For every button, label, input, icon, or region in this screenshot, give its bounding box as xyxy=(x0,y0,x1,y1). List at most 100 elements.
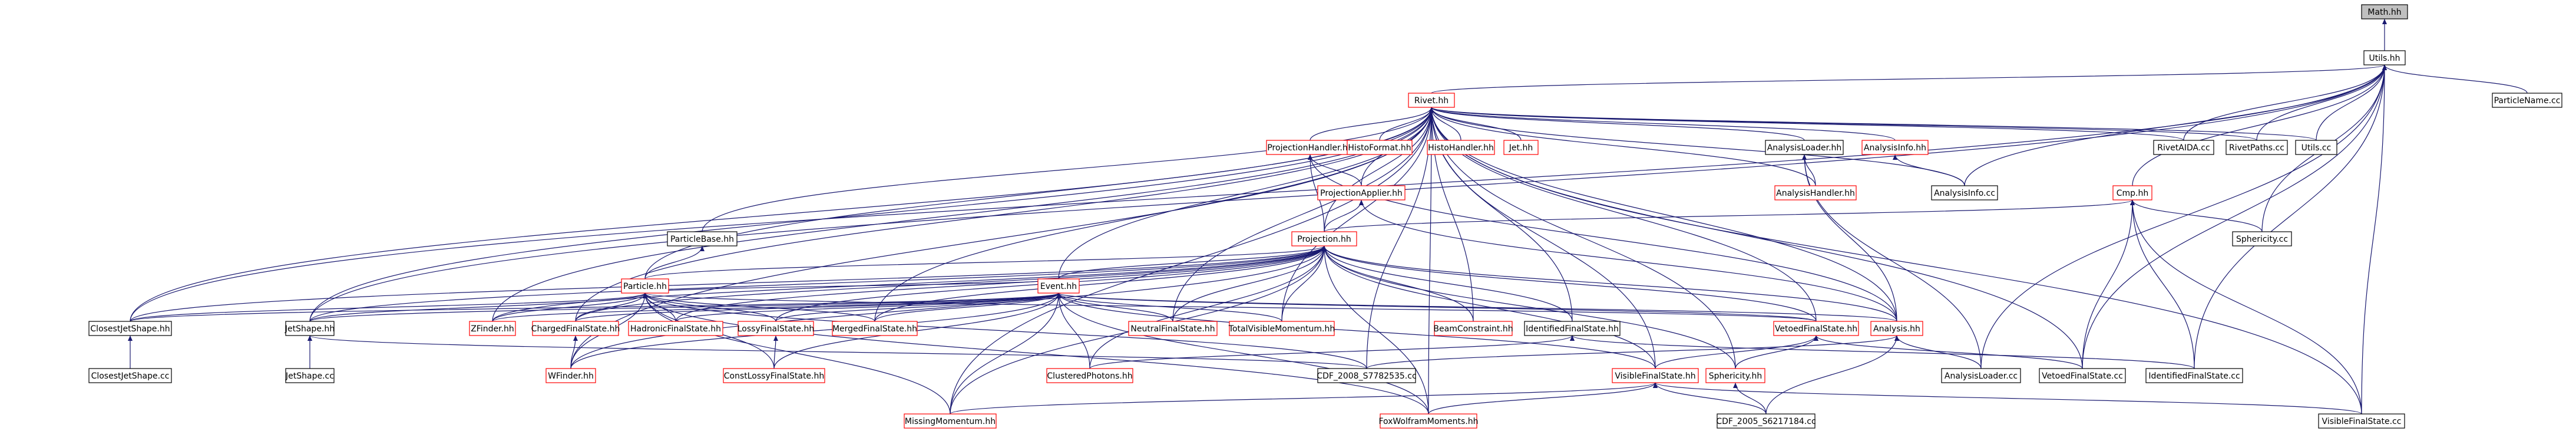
node-particlebase[interactable]: ParticleBase.hh xyxy=(667,231,738,246)
edge-visiblefs_cc-to-rivet_hh xyxy=(1429,107,2362,415)
edge-identifiedfs_cc-to-utils_hh xyxy=(2194,64,2387,369)
node-label: HistoHandler.hh xyxy=(1428,143,1494,153)
edge-lossyfs-to-event_hh xyxy=(775,292,1061,322)
node-jetshape_hh[interactable]: JetShape.hh xyxy=(285,321,335,336)
edge-vetoedfs_hh-to-rivet_hh xyxy=(1429,107,1817,322)
edge-sphericity_cc-to-cmp_hh xyxy=(2130,199,2263,232)
node-box xyxy=(832,321,918,336)
edge-rivetaida-to-utils_hh xyxy=(2183,64,2387,141)
edge-analysis_hh-to-projapplier xyxy=(1359,199,1897,322)
node-histoformat[interactable]: HistoFormat.hh xyxy=(1347,140,1413,155)
node-zfinder[interactable]: ZFinder.hh xyxy=(469,321,516,336)
node-cmp_hh[interactable]: Cmp.hh xyxy=(2112,185,2152,200)
node-cdf2005[interactable]: CDF_2005_S6217184.cc xyxy=(1716,413,1816,429)
node-closestjetshape_hh[interactable]: ClosestJetShape.hh xyxy=(88,321,172,336)
node-label: Jet.hh xyxy=(1509,143,1533,153)
node-jetshape_cc[interactable]: JetShape.cc xyxy=(285,368,335,383)
node-clusteredphotons[interactable]: ClusteredPhotons.hh xyxy=(1046,368,1133,383)
node-rivetpaths[interactable]: RivetPaths.cc xyxy=(2226,140,2288,155)
node-histohandler[interactable]: HistoHandler.hh xyxy=(1427,140,1495,155)
node-mergedfs[interactable]: MergedFinalState.hh xyxy=(832,321,918,336)
edge-missingmomentum-to-rivet_hh xyxy=(950,107,1434,415)
node-rivetaida[interactable]: RivetAIDA.cc xyxy=(2153,140,2214,155)
node-label: AnalysisHandler.hh xyxy=(1776,189,1855,198)
edge-chargedfs-to-event_hh xyxy=(575,292,1061,322)
node-jet_hh[interactable]: Jet.hh xyxy=(1503,140,1539,155)
edge-analysisloader_cc-to-analysis_hh xyxy=(1894,335,1982,369)
node-particle_hh[interactable]: Particle.hh xyxy=(621,278,669,294)
edge-foxwolfram-to-event_hh xyxy=(1056,292,1429,415)
node-box xyxy=(1347,140,1413,155)
edge-rivetaida-to-rivet_hh xyxy=(1429,107,2184,141)
node-label: BeamConstraint.hh xyxy=(1433,324,1513,334)
node-analysisloader_cc[interactable]: AnalysisLoader.cc xyxy=(1941,368,2021,383)
node-chargedfs[interactable]: ChargedFinalState.hh xyxy=(531,321,620,336)
node-analysisloader_hh[interactable]: AnalysisLoader.hh xyxy=(1765,140,1844,155)
node-box xyxy=(1427,140,1495,155)
node-label: MergedFinalState.hh xyxy=(832,324,917,334)
node-analysisinfo_hh[interactable]: AnalysisInfo.hh xyxy=(1861,140,1929,155)
node-event_hh[interactable]: Event.hh xyxy=(1037,278,1080,294)
edge-cdf2008-to-analysis_hh xyxy=(1366,335,1899,369)
node-label: RivetAIDA.cc xyxy=(2157,143,2210,153)
node-analysishandler[interactable]: AnalysisHandler.hh xyxy=(1774,185,1857,200)
node-analysis_hh[interactable]: Analysis.hh xyxy=(1870,321,1923,336)
node-vetoedfs_hh[interactable]: VetoedFinalState.hh xyxy=(1773,321,1859,336)
edge-projection_hh-to-rivet_hh xyxy=(1324,107,1434,232)
node-box xyxy=(88,368,172,383)
edge-cdf2008-to-particle_hh xyxy=(643,292,1367,369)
node-hadronicfs[interactable]: HadronicFinalState.hh xyxy=(628,321,723,336)
node-visiblefs_hh[interactable]: VisibleFinalState.hh xyxy=(1612,368,1699,383)
node-visiblefs_cc[interactable]: VisibleFinalState.cc xyxy=(2318,413,2405,429)
edge-jetshape_hh-to-rivet_hh xyxy=(309,107,1434,322)
node-projhandler[interactable]: ProjectionHandler.hh xyxy=(1266,140,1354,155)
node-box xyxy=(1229,321,1335,336)
edge-mergedfs-to-event_hh xyxy=(874,292,1061,322)
edge-particle_hh-to-particlebase xyxy=(644,245,705,280)
edge-zfinder-to-projection_hh xyxy=(492,245,1327,322)
edge-particle_hh-to-projection_hh xyxy=(644,245,1327,280)
edge-mergedfs-to-particle_hh xyxy=(643,292,875,322)
node-label: CDF_2008_S7782535.cc xyxy=(1317,371,1416,381)
node-wfinder[interactable]: WFinder.hh xyxy=(545,368,596,383)
node-closestjetshape_cc[interactable]: ClosestJetShape.cc xyxy=(88,368,172,383)
node-label: AnalysisInfo.hh xyxy=(1864,143,1926,153)
node-neutralfs[interactable]: NeutralFinalState.hh xyxy=(1128,321,1218,336)
node-box xyxy=(1503,140,1539,155)
node-projection_hh[interactable]: Projection.hh xyxy=(1291,231,1357,246)
node-label: LossyFinalState.hh xyxy=(738,324,815,334)
node-sphericity_hh[interactable]: Sphericity.hh xyxy=(1705,368,1765,383)
node-box xyxy=(285,321,335,336)
node-analysisinfo_cc[interactable]: AnalysisInfo.cc xyxy=(1931,185,1998,200)
node-utils_hh[interactable]: Utils.hh xyxy=(2363,50,2406,65)
edge-totalvisible-to-rivet_hh xyxy=(1281,107,1434,322)
node-identifiedfs_hh[interactable]: IdentifiedFinalState.hh xyxy=(1524,321,1621,336)
node-particlename_cc[interactable]: ParticleName.cc xyxy=(2492,93,2562,108)
node-math: Math.hh xyxy=(2361,4,2408,19)
node-box xyxy=(469,321,516,336)
node-cdf2008[interactable]: CDF_2008_S7782535.cc xyxy=(1317,368,1417,383)
node-foxwolfram[interactable]: FoxWolframMoments.hh xyxy=(1378,413,1479,429)
node-label: ChargedFinalState.hh xyxy=(531,324,620,334)
node-sphericity_cc[interactable]: Sphericity.cc xyxy=(2232,231,2292,246)
node-totalvisible[interactable]: TotalVisibleMomentum.hh xyxy=(1228,321,1335,336)
node-label: IdentifiedFinalState.hh xyxy=(1526,324,1619,334)
edge-analysisinfo_hh-to-rivet_hh xyxy=(1429,107,1896,141)
node-box xyxy=(2039,368,2126,383)
node-constlossyfs[interactable]: ConstLossyFinalState.hh xyxy=(723,368,825,383)
node-missingmomentum[interactable]: MissingMomentum.hh xyxy=(904,413,997,429)
edge-projection_hh-to-projhandler xyxy=(1308,154,1325,232)
node-vetoedfs_cc[interactable]: VetoedFinalState.cc xyxy=(2039,368,2126,383)
node-identifiedfs_cc[interactable]: IdentifiedFinalState.cc xyxy=(2145,368,2243,383)
node-label: Rivet.hh xyxy=(1414,96,1449,106)
node-label: IdentifiedFinalState.cc xyxy=(2148,371,2240,381)
node-label: VetoedFinalState.cc xyxy=(2042,371,2123,381)
node-beamconstraint[interactable]: BeamConstraint.hh xyxy=(1433,321,1513,336)
node-projapplier[interactable]: ProjectionApplier.hh xyxy=(1317,185,1406,200)
edge-sphericity_hh-to-rivet_hh xyxy=(1429,107,1736,369)
node-label: JetShape.cc xyxy=(285,371,334,381)
node-rivet_hh[interactable]: Rivet.hh xyxy=(1408,93,1455,108)
node-utils_cc[interactable]: Utils.cc xyxy=(2295,140,2337,155)
edges-layer xyxy=(128,19,2528,415)
node-lossyfs[interactable]: LossyFinalState.hh xyxy=(738,321,815,336)
